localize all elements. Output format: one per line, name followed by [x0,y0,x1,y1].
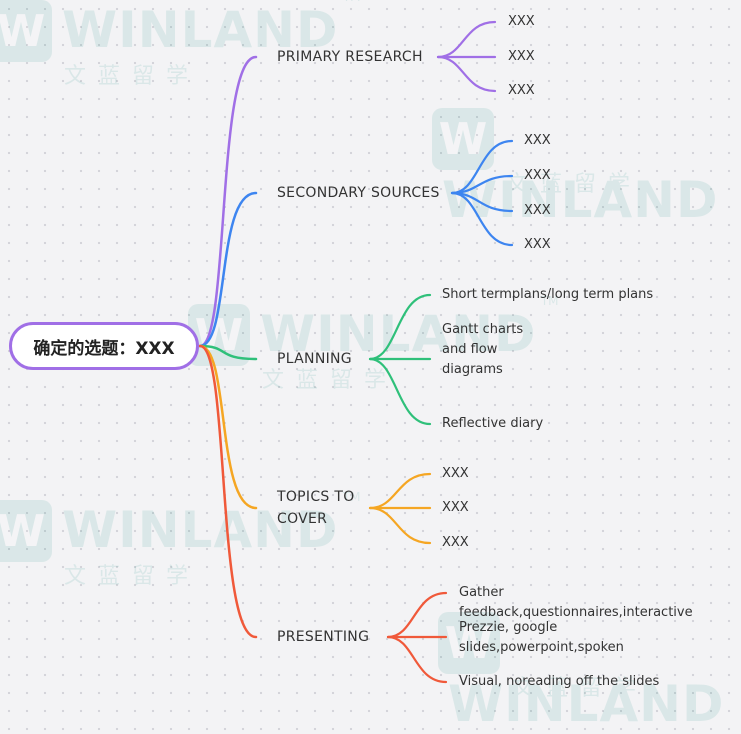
leaf-connector [368,293,432,361]
leaf-secondary-1[interactable]: XXX [524,133,551,148]
leaf-connector [436,55,497,93]
branch-connector [198,55,258,348]
branch-connector [198,191,258,348]
leaf-topics-1[interactable]: XXX [442,466,469,481]
leaf-connector [368,472,432,510]
branch-primary-research[interactable]: PRIMARY RESEARCH [277,49,423,65]
leaf-secondary-2[interactable]: XXX [524,168,551,183]
leaf-connector [368,357,432,426]
leaf-connector [386,635,448,684]
leaf-planning-2[interactable]: Gantt charts and flow diagrams [442,322,524,377]
mindmap-connectors [198,20,514,684]
leaf-planning-3[interactable]: Reflective diary [442,416,544,431]
leaf-topics-2[interactable]: XXX [442,500,469,515]
branch-topics-to-cover[interactable]: TOPICS TO COVER [277,489,355,527]
branch-planning[interactable]: PLANNING [277,351,352,367]
leaf-primary-3[interactable]: XXX [508,83,535,98]
branch-presenting[interactable]: PRESENTING [277,629,370,645]
leaf-connector [450,139,514,195]
branch-connector [198,344,258,510]
branch-connector [198,344,258,639]
leaf-primary-1[interactable]: XXX [508,14,535,29]
central-topic[interactable]: 确定的选题：XXX [9,322,199,370]
leaf-presenting-2[interactable]: Prezzie, google slides,powerpoint,spoken [459,620,624,655]
branch-secondary-sources[interactable]: SECONDARY SOURCES [277,185,440,201]
leaf-connector [436,20,497,59]
leaf-presenting-3[interactable]: Visual, noreading off the slides [459,674,660,689]
leaf-topics-3[interactable]: XXX [442,535,469,550]
leaf-presenting-1[interactable]: Gather feedback,questionnaires,interacti… [459,585,693,620]
leaf-secondary-3[interactable]: XXX [524,203,551,218]
central-topic-label: 确定的选题：XXX [33,338,175,359]
leaf-connector [368,506,432,545]
leaf-connector [450,191,514,247]
leaf-primary-2[interactable]: XXX [508,49,535,64]
leaf-planning-1[interactable]: Short termplans/long term plans [442,287,654,302]
branch-connector [198,344,258,361]
leaf-connector [386,591,448,639]
leaf-secondary-4[interactable]: XXX [524,237,551,252]
